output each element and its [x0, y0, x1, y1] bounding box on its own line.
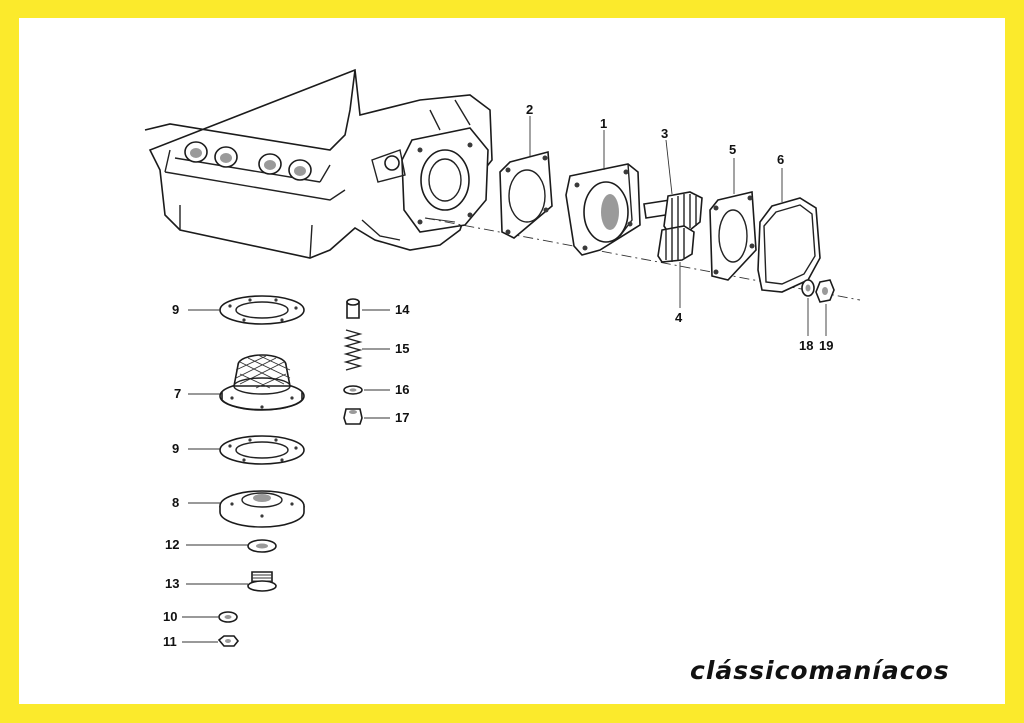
part-12-washer	[186, 539, 277, 553]
label-part-6: 6	[777, 152, 784, 167]
watermark-logo: clássicomaníacos	[690, 656, 950, 685]
part-8-cover-plate	[188, 490, 305, 528]
label-part-10: 10	[163, 609, 177, 624]
part-1-pump-housing	[565, 130, 641, 256]
label-part-12: 12	[165, 537, 179, 552]
engine-block-drawing	[144, 68, 861, 301]
part-11-nut	[182, 635, 240, 647]
label-part-13: 13	[165, 576, 179, 591]
label-part-2: 2	[526, 102, 533, 117]
label-part-1: 1	[600, 116, 607, 131]
label-part-17: 17	[395, 410, 409, 425]
label-part-18: 18	[799, 338, 813, 353]
label-part-7: 7	[174, 386, 181, 401]
part-13-drain-plug	[186, 571, 277, 592]
part-18-washer	[801, 279, 815, 336]
label-part-5: 5	[729, 142, 736, 157]
part-3-shaft-gear	[643, 139, 703, 233]
label-part-8: 8	[172, 495, 179, 510]
part-2-gasket	[499, 116, 553, 239]
part-16-washer	[343, 385, 390, 395]
part-labels: 1 2 3 4 5 6 18 19 9 7 9 8 12 13 10 11 14…	[163, 102, 833, 649]
part-10-washer	[182, 611, 238, 623]
part-7-strainer	[188, 354, 305, 411]
part-9-gasket-lower	[188, 435, 305, 465]
part-14-valve-piston	[346, 298, 390, 319]
label-part-11: 11	[163, 634, 177, 649]
part-9-gasket-upper	[188, 295, 305, 325]
part-5-gasket	[709, 158, 757, 281]
label-part-3: 3	[661, 126, 668, 141]
label-part-9-lower: 9	[172, 441, 179, 456]
part-17-plug	[343, 408, 390, 425]
label-part-4: 4	[675, 310, 683, 325]
label-part-19: 19	[819, 338, 833, 353]
part-4-gear	[657, 225, 695, 308]
part-15-spring	[343, 329, 390, 371]
label-part-9-upper: 9	[172, 302, 179, 317]
diagram-sheet	[19, 18, 1005, 704]
label-part-16: 16	[395, 382, 409, 397]
label-part-15: 15	[395, 341, 409, 356]
part-6-cover	[757, 168, 821, 293]
label-part-14: 14	[395, 302, 410, 317]
part-19-nut	[815, 279, 835, 336]
